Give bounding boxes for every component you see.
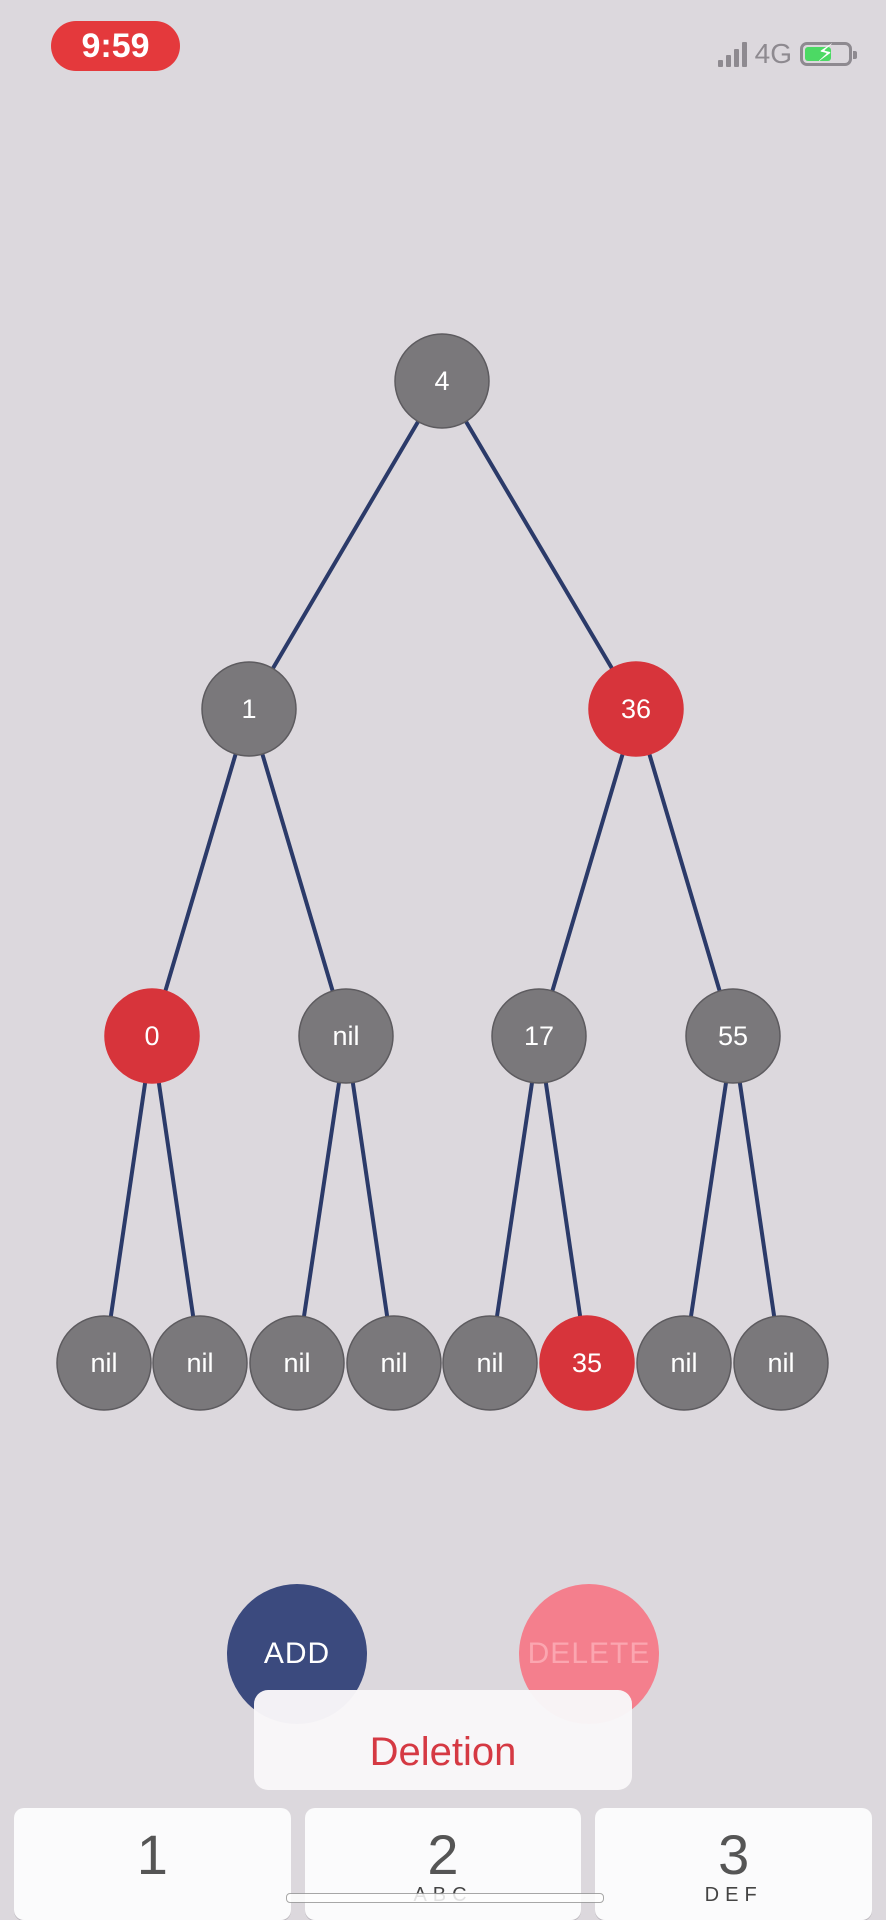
tree-edge-n36-n17 — [537, 708, 638, 1037]
numeric-keypad: 1 2 ABC 3 DEF — [14, 1808, 873, 1920]
node-label: 4 — [434, 366, 449, 396]
tree-edge-n17-l5 — [488, 1035, 541, 1364]
node-circle — [346, 1315, 442, 1411]
tree-edge-n55-l7 — [682, 1035, 735, 1364]
node-label: nil — [476, 1348, 503, 1378]
tree-edge-n4-n1 — [247, 379, 444, 711]
tree-node-l8: nil — [733, 1315, 829, 1411]
node-label: nil — [283, 1348, 310, 1378]
tree-edge-n55-l8 — [731, 1035, 783, 1364]
node-label: 1 — [241, 694, 256, 724]
node-label: nil — [90, 1348, 117, 1378]
status-icons: 4G ⚡ — [717, 36, 857, 72]
tree-edge-n36-n55 — [634, 708, 735, 1037]
node-label: 36 — [621, 694, 651, 724]
node-label: 55 — [718, 1021, 748, 1051]
node-label: nil — [186, 1348, 213, 1378]
node-circle — [249, 1315, 345, 1411]
node-label: nil — [767, 1348, 794, 1378]
red-black-tree: 4 1 36 0 nil 17 55 nil nil nil nil nil 35 nil nil — [56, 333, 829, 1411]
tree-node-n36: 36 — [588, 661, 684, 757]
node-circle — [394, 333, 490, 429]
tree-edge-n0-l2 — [150, 1035, 202, 1364]
signal-icon — [717, 41, 747, 67]
key-digit: 1 — [136, 1823, 168, 1886]
node-circle — [491, 988, 587, 1084]
node-circle — [636, 1315, 732, 1411]
tree-node-l7: nil — [636, 1315, 732, 1411]
tree-node-n55: 55 — [685, 988, 781, 1084]
node-label: nil — [380, 1348, 407, 1378]
node-circle — [539, 1315, 635, 1411]
node-circle — [104, 988, 200, 1084]
tree-node-nilA: nil — [298, 988, 394, 1084]
node-label: nil — [332, 1021, 359, 1051]
node-label: 35 — [572, 1348, 602, 1378]
tree-edge-n17-n35 — [537, 1035, 589, 1364]
key-digit: 2 — [427, 1823, 459, 1886]
node-circle — [56, 1315, 152, 1411]
key-letters: DEF — [704, 1884, 763, 1906]
node-circle — [201, 661, 297, 757]
tree-nodes: 4 1 36 0 nil 17 55 nil nil nil nil nil 35 nil nil — [56, 333, 829, 1411]
tree-edges — [102, 379, 783, 1364]
tree-edge-n1-nilA — [247, 708, 348, 1037]
node-label: 17 — [524, 1021, 554, 1051]
home-indicator[interactable] — [286, 1893, 604, 1903]
keypad-key-3[interactable]: 3 DEF — [595, 1808, 873, 1920]
tree-node-n1: 1 — [201, 661, 297, 757]
node-circle — [685, 988, 781, 1084]
tree-edge-nilA-l4 — [344, 1035, 396, 1364]
keypad-key-1[interactable]: 1 — [14, 1808, 291, 1920]
tree-edge-nilA-l3 — [295, 1035, 348, 1364]
node-circle — [298, 988, 394, 1084]
tree-node-l5: nil — [442, 1315, 538, 1411]
tree-node-n17: 17 — [491, 988, 587, 1084]
node-label: nil — [670, 1348, 697, 1378]
battery-charging-icon: ⚡ — [800, 40, 857, 67]
node-label: 0 — [144, 1021, 159, 1051]
tree-edge-n4-n36 — [440, 379, 638, 711]
node-circle — [588, 661, 684, 757]
tree-node-l4: nil — [346, 1315, 442, 1411]
tree-node-l3: nil — [249, 1315, 345, 1411]
tree-edge-n1-n0 — [150, 708, 251, 1037]
tree-node-n4: 4 — [394, 333, 490, 429]
key-digit: 3 — [718, 1823, 750, 1886]
tree-node-n35: 35 — [539, 1315, 635, 1411]
tree-node-n0: 0 — [104, 988, 200, 1084]
tree-node-l2: nil — [152, 1315, 248, 1411]
tree-node-l1: nil — [56, 1315, 152, 1411]
deletion-popup[interactable]: Deletion — [254, 1690, 632, 1790]
node-circle — [733, 1315, 829, 1411]
tree-edge-n0-l1 — [102, 1035, 154, 1364]
status-time: 9:59 — [51, 21, 180, 71]
keypad-key-2[interactable]: 2 ABC — [304, 1808, 582, 1920]
node-circle — [442, 1315, 538, 1411]
node-circle — [152, 1315, 248, 1411]
network-type: 4G — [754, 38, 792, 69]
